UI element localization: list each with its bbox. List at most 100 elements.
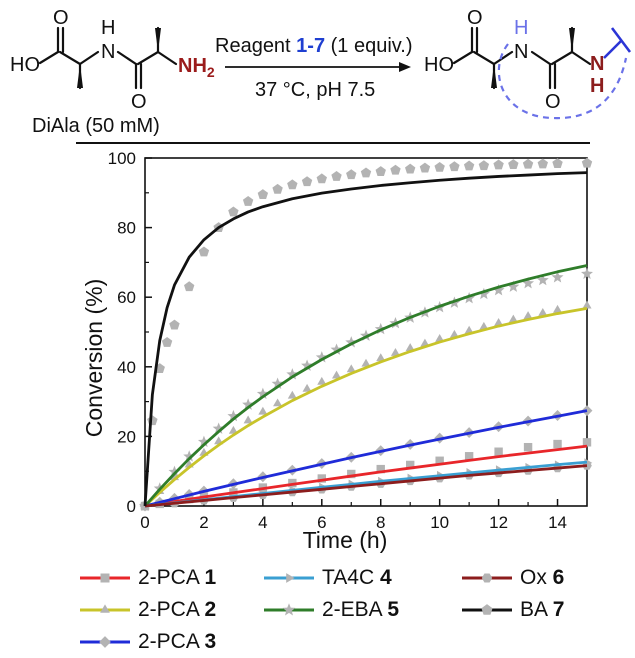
data-point: [582, 300, 592, 309]
data-point: [360, 329, 372, 341]
legend-item: Ox 6: [460, 563, 564, 593]
x-tick-label: 8: [376, 513, 385, 532]
data-point: [286, 573, 295, 583]
data-point: [390, 164, 401, 175]
data-point: [286, 368, 299, 380]
data-point: [287, 390, 297, 399]
data-point: [287, 179, 298, 190]
data-point: [301, 359, 314, 371]
new-bond-cap: [610, 27, 632, 53]
data-point: [282, 603, 296, 616]
data-point: [449, 161, 460, 172]
x-tick-label: 14: [548, 513, 567, 532]
data-point: [522, 158, 534, 169]
x-axis-title: Time (h): [303, 527, 388, 553]
data-point: [227, 409, 240, 422]
data-point: [477, 287, 490, 300]
data-point: [315, 351, 328, 363]
data-point: [449, 329, 459, 338]
atom-ho: HO: [424, 54, 454, 76]
legend-label-number: 2: [204, 598, 217, 621]
legend-label-name: Ox: [520, 566, 553, 589]
data-point: [316, 173, 327, 184]
data-point: [463, 160, 475, 171]
atom-h-amide: H: [514, 17, 528, 39]
data-point: [405, 343, 415, 351]
x-tick-label: 10: [430, 513, 449, 532]
x-tick-label: 4: [258, 513, 267, 532]
data-point: [537, 158, 548, 169]
legend-label: 2-EBA 5: [322, 598, 399, 622]
x-tick-label: 0: [140, 513, 149, 532]
reagent-label: Reagent 1-7 (1 equiv.): [215, 35, 413, 57]
data-point: [481, 604, 493, 615]
data-point: [434, 161, 445, 172]
reaction-conditions: 37 °C, pH 7.5: [255, 79, 375, 101]
legend-label: 2-PCA 3: [138, 630, 216, 654]
data-point: [419, 162, 431, 173]
data-point: [242, 196, 254, 206]
data-point: [198, 246, 210, 257]
legend-label-name: 2-PCA: [138, 598, 205, 621]
data-point: [552, 158, 563, 168]
data-point: [161, 336, 173, 347]
new-bond: [603, 39, 623, 59]
data-point: [272, 183, 283, 194]
y-tick-label: 60: [117, 288, 136, 307]
data-point: [494, 447, 503, 456]
atom-h-amide: H: [101, 17, 115, 39]
data-point: [478, 160, 490, 171]
data-point: [184, 281, 195, 292]
wedge-bond: [77, 64, 83, 88]
atom-n-amide: N: [514, 41, 528, 63]
data-point: [464, 452, 474, 461]
data-point: [331, 170, 342, 181]
data-point: [347, 469, 356, 479]
data-point: [582, 438, 592, 447]
legend-label: 2-PCA 1: [138, 566, 216, 590]
atom-o-carbonyl: O: [53, 7, 69, 29]
data-point: [464, 325, 474, 334]
data-point: [435, 456, 444, 465]
data-point: [301, 176, 313, 187]
data-point: [147, 415, 158, 426]
legend-swatch: [80, 604, 130, 613]
legend-swatch: [264, 603, 314, 616]
data-point: [330, 343, 343, 355]
legend-label-number: 5: [387, 598, 400, 621]
data-point: [197, 435, 210, 448]
data-point: [508, 159, 519, 170]
legend-label-number: 1: [204, 566, 217, 589]
legend-label-number: 6: [552, 566, 565, 589]
data-point: [581, 157, 593, 168]
legend-label-name: 2-PCA: [138, 630, 205, 653]
data-point: [212, 422, 225, 434]
legend-item: 2-PCA 3: [78, 627, 216, 657]
data-point: [346, 169, 357, 180]
wedge-bond: [569, 28, 575, 52]
data-point: [243, 415, 253, 424]
legend-swatch: [80, 636, 130, 648]
data-point: [435, 334, 445, 342]
atom-n-amide: N: [101, 41, 115, 63]
y-tick-label: 80: [117, 219, 136, 238]
fit-line-2-pca-3: [144, 409, 588, 508]
data-point: [406, 460, 415, 470]
y-tick-label: 100: [108, 150, 136, 168]
atom-n-product: N: [590, 53, 604, 75]
atom-ho: HO: [10, 54, 40, 76]
data-point: [183, 450, 196, 462]
data-point: [493, 159, 504, 170]
atom-o-carbonyl: O: [467, 7, 483, 29]
data-point: [345, 336, 358, 348]
data-point: [100, 573, 110, 583]
atom-h-product: H: [590, 75, 604, 97]
fit-line-ba-7: [143, 171, 588, 507]
data-point: [523, 311, 533, 319]
data-point: [523, 442, 533, 452]
legend-label-number: 7: [552, 598, 565, 621]
data-point: [479, 321, 489, 330]
data-point: [257, 189, 269, 199]
